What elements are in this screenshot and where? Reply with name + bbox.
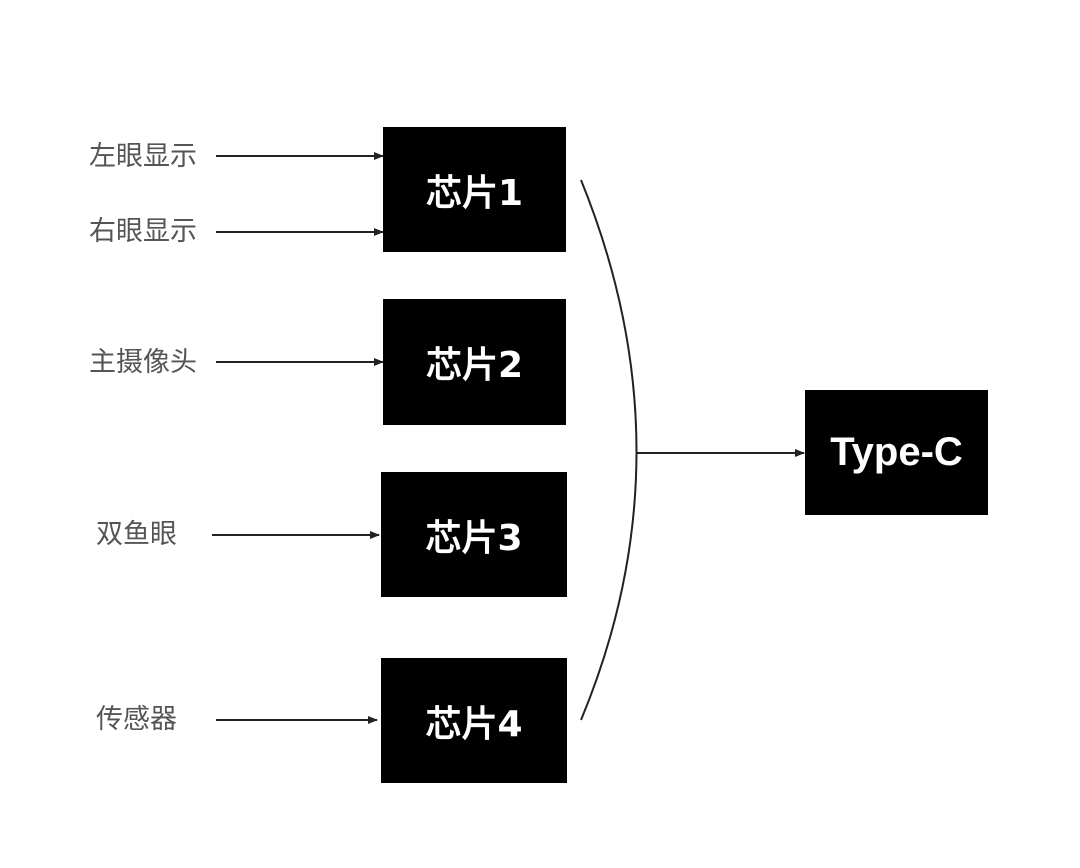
right-display-label: 右眼显示 [89, 216, 197, 247]
chip4-box: 芯片4 [381, 658, 567, 783]
chip4-label: 芯片4 [425, 703, 523, 745]
chip1-box: 芯片1 [383, 127, 566, 252]
main-camera-label: 主摄像头 [89, 347, 197, 378]
chip3-box: 芯片3 [381, 472, 567, 597]
chip2-label: 芯片2 [425, 345, 524, 386]
typec-box: Type-C [805, 390, 988, 515]
left-display-label: 左眼显示 [89, 141, 197, 172]
bus-curve [580, 179, 638, 721]
chip1-label: 芯片1 [425, 172, 524, 214]
chip2-box: 芯片2 [383, 299, 566, 425]
typec-label: Type-C [830, 430, 963, 474]
sensor-label: 传感器 [96, 704, 177, 735]
chip3-label: 芯片3 [425, 517, 523, 559]
dual-fisheye-label: 双鱼眼 [96, 519, 177, 550]
